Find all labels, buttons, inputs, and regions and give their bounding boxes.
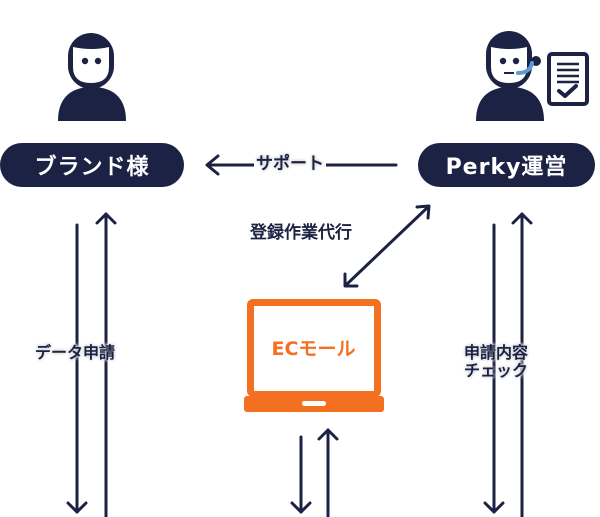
laptop-icon: [244, 299, 384, 412]
support-arrow-head: [205, 154, 220, 176]
brand-person-icon: [58, 33, 126, 121]
registration-arrow: [344, 205, 430, 287]
perky-down-arrow-head: [483, 501, 505, 514]
brand-node-label: ブランド様: [34, 155, 150, 180]
support-label: サポート: [254, 154, 326, 174]
review-label-line1: 申請内容: [464, 343, 529, 362]
brand-node: ブランド様: [0, 143, 184, 187]
ec-down-arrow-head: [290, 501, 312, 514]
brand-down-arrow-head: [66, 501, 88, 514]
ec-up-arrow-head: [317, 428, 339, 441]
registration-proxy-label: 登録作業代行: [250, 223, 352, 243]
review-label-line2: チェック: [464, 361, 529, 380]
ec-mall-label: ECモール: [271, 338, 356, 360]
data-application-label: データ申請: [35, 343, 116, 362]
review-label: 申請内容 チェック: [464, 344, 528, 380]
checklist-document-icon: [547, 52, 589, 106]
perky-operator-icon: [476, 31, 544, 121]
perky-node: Perky運営: [418, 143, 595, 187]
perky-up-arrow-head: [511, 212, 533, 225]
registration-arrow-head-bottom: [343, 272, 359, 288]
perky-node-label: Perky運営: [445, 155, 568, 180]
brand-up-arrow-head: [95, 212, 117, 225]
registration-arrow-head-top: [415, 204, 431, 220]
